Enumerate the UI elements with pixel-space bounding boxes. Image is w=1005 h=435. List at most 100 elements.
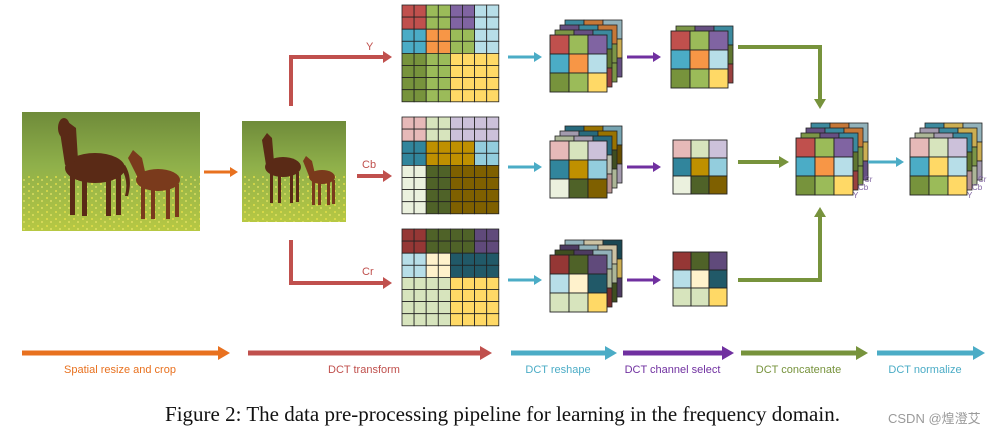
cube-front-cell [833,156,854,177]
dct-grid-cell [437,289,451,303]
stage-arrow-head [605,346,617,360]
cube-front-cell [814,156,835,177]
cube-front-cell [568,254,589,275]
stage-arrow-head [973,346,985,360]
dct-grid-cell [462,4,476,18]
dct-grid-cell [449,252,463,266]
dct-grid-cell [401,28,415,42]
cube-front-cell [814,175,835,196]
reshape-arrows [508,55,534,282]
cube-front-cell [708,30,729,51]
dct-grid-cell [486,140,500,154]
cube-front-cell [928,175,949,196]
dct-grid-cell [401,140,415,154]
dct-grid-cell [401,53,415,66]
dct-grid-cell [425,313,439,327]
dct-grid-cell [437,164,451,178]
cube-front-cell [795,137,816,158]
dct-grid-cell [401,240,415,254]
stage-label: DCT reshape [525,364,590,376]
cube-front-cell [689,49,710,70]
dct-grid-cb [401,116,500,215]
cube-front-cell [909,175,930,196]
dct-grid-cell [401,252,415,266]
stage-label: DCT concatenate [756,364,841,376]
dct-grid-cell [425,189,439,203]
dct-grid-cell [437,240,451,254]
stage-arrow-head [480,346,492,360]
dct-grid-cell [437,16,451,30]
dct-grid-cell [413,201,427,215]
cube-cr-reshaped [549,239,623,313]
branch-y-connector [289,55,384,106]
dct-grid-cell [425,228,439,242]
dct-grid-cell [462,116,476,130]
cube-front-cell [587,34,608,55]
cube-front-cell [708,68,729,89]
cube-front-cell [814,137,835,158]
dct-grid-cell [449,28,463,42]
dct-grid-cell [449,128,463,142]
cube-front-cell [549,292,570,313]
stage-label: DCT channel select [625,364,721,376]
dct-grid-cell [474,128,488,142]
dct-grid-cell [474,152,488,166]
branch-label-cr: Cr [362,266,374,278]
dct-grid-cell [462,189,476,203]
dct-grid-cell [474,65,488,79]
horse-photo-resized [242,121,346,222]
dct-grid-cell [462,264,476,278]
cube2-axis-cr: Cr [978,175,987,184]
dct-grid-cell [474,164,488,178]
dct-grid-cell [413,4,427,18]
cube-front-cell [928,156,949,177]
dct-grid-cell [449,276,463,290]
dct-grid-cell [425,77,439,91]
dct-grid-cell [449,264,463,278]
cube-front-cell [568,159,589,180]
dct-grid-cell [449,89,463,103]
dct-grid-cell [462,313,476,327]
cube-front-cell [947,137,968,158]
cube-front-cell [587,159,608,180]
dct-grid-cell [401,116,415,130]
cube1-axis-cb: Cb [858,183,869,192]
cube-front-cell [568,140,589,161]
dct-grid-cell [474,16,488,30]
dct-grid-cell [437,252,451,266]
cube-front-cell [587,273,608,294]
cube-cb-reshaped [549,125,623,199]
dct-grid-cell [462,152,476,166]
cube-front-cell [670,49,691,70]
cube-front-cell [549,53,570,74]
cube-y-reshaped [549,19,623,93]
dct-grid-cell [425,240,439,254]
dct-grid-cell [486,228,500,242]
dct-grid-cell [425,201,439,215]
dct-grid-cell [462,301,476,315]
dct-grid-cell [486,89,500,103]
dct-grid-cell [462,140,476,154]
dct-grid-cell [486,289,500,303]
dct-grid-cell [449,289,463,303]
dct-grid-cell [437,77,451,91]
dct-grid-cell [449,189,463,203]
dct-grid-cell [437,65,451,79]
dct-grid-cell [449,40,463,54]
cube-cr-selected [672,251,728,307]
dct-grid-cell [486,28,500,42]
dct-grid-cell [425,89,439,103]
dct-grid-cell [462,289,476,303]
dct-grid-cell [462,128,476,142]
dct-grid-cell [449,116,463,130]
dct-grid-cell [413,16,427,30]
dct-grid-cell [425,116,439,130]
stage-6: DCT normalize [877,346,985,376]
dct-grid-cell [413,264,427,278]
figure-caption: Figure 2: The data pre-processing pipeli… [165,402,840,426]
dct-grid-cell [462,65,476,79]
concatenate-connectors [738,45,822,282]
stage-label: Spatial resize and crop [64,364,176,376]
dct-grid-cell [413,177,427,191]
